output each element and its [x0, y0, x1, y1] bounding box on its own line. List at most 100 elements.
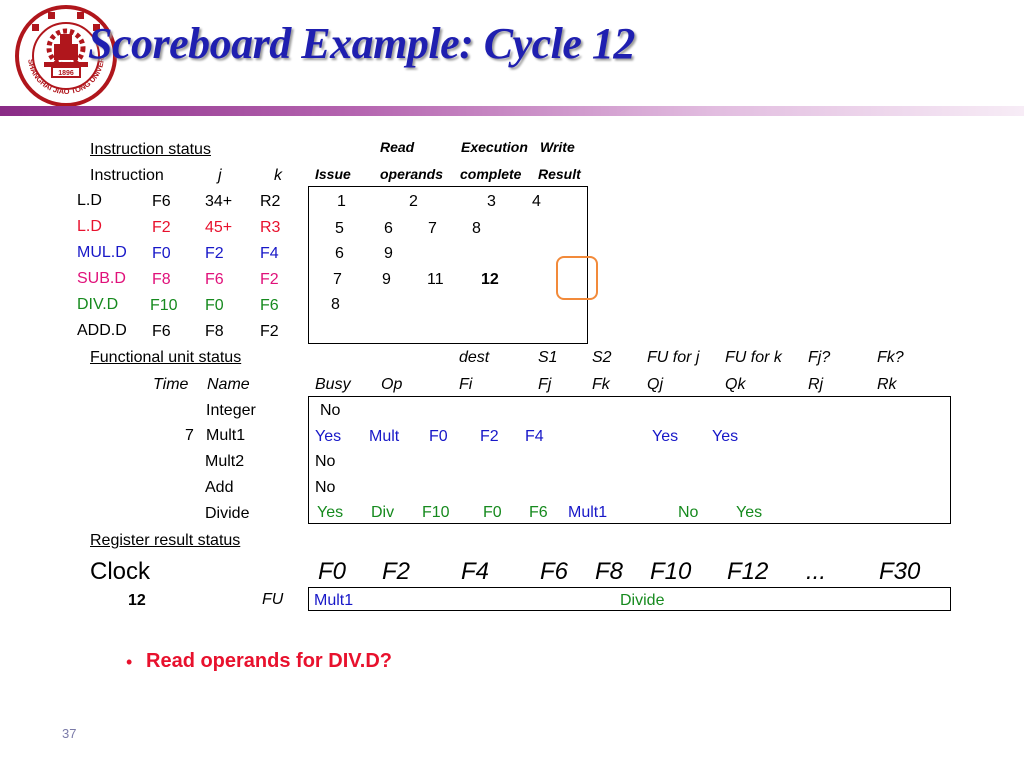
fu-op: Mult	[369, 428, 400, 445]
instr-op: DIV.D	[77, 296, 119, 313]
fu-fk: F6	[529, 504, 548, 521]
instr-exec: 7	[428, 220, 437, 237]
reg-fu-f0: Mult1	[314, 592, 354, 609]
instr-write: 12	[481, 271, 499, 288]
instr-k: R3	[260, 219, 281, 236]
instr-op: ADD.D	[77, 322, 127, 339]
functional-unit-status-box	[308, 396, 951, 524]
hdr-complete: complete	[460, 166, 522, 182]
functional-unit-status-label: Functional unit status	[90, 349, 242, 366]
fu-fi: F0	[429, 428, 448, 445]
fu-rk: Yes	[736, 504, 763, 521]
hdr-fi: Fi	[459, 376, 473, 393]
col-instruction: Instruction	[90, 167, 164, 184]
instr-dest: F8	[152, 271, 171, 288]
header-divider	[0, 106, 1024, 116]
reg-f0: F0	[318, 558, 347, 585]
reg-f30: F30	[879, 558, 921, 585]
instr-write: 4	[532, 193, 541, 210]
clock-value: 12	[128, 592, 146, 609]
hdr-operands: operands	[380, 166, 444, 182]
fu-row-label: FU	[262, 591, 284, 608]
university-seal-logo: SHANGHAI JIAO TONG UNIVERSITY 1896	[14, 4, 117, 107]
hdr-read: Read	[380, 139, 415, 155]
hdr-fk: Fk	[592, 376, 610, 393]
instr-read: 9	[384, 245, 393, 262]
fu-name: Add	[205, 479, 234, 496]
instr-issue: 6	[335, 245, 344, 262]
instr-exec: 11	[427, 271, 444, 288]
hdr-fu-for-k: FU for k	[725, 349, 782, 366]
register-result-status-label: Register result status	[90, 532, 241, 549]
instr-j: 45+	[205, 219, 233, 236]
fu-fk: F4	[525, 428, 544, 445]
instr-op: SUB.D	[77, 270, 126, 287]
instr-j: F0	[205, 297, 224, 314]
highlight-box	[556, 256, 598, 300]
hdr-op: Op	[381, 376, 403, 393]
reg-f12: F12	[727, 558, 769, 585]
instruction-status-box	[308, 186, 588, 344]
bullet-question: Read operands for DIV.D?	[146, 650, 392, 672]
fu-fj: F2	[480, 428, 499, 445]
hdr-fk-q: Fk?	[877, 349, 904, 366]
instr-issue: 7	[333, 271, 342, 288]
register-result-box	[308, 587, 951, 611]
instr-k: F2	[260, 323, 279, 340]
reg-fu-f10: Divide	[620, 592, 665, 609]
instr-k: F4	[260, 245, 279, 262]
fu-busy: No	[315, 453, 336, 470]
instr-j: F8	[205, 323, 224, 340]
reg-f8: F8	[595, 558, 624, 585]
instr-issue: 1	[337, 193, 346, 210]
clock-label: Clock	[90, 558, 151, 585]
instr-write: 8	[472, 220, 481, 237]
fu-qj: Mult1	[568, 504, 608, 521]
hdr-s2: S2	[592, 349, 612, 366]
instr-op: L.D	[77, 218, 102, 235]
fu-rj: Yes	[652, 428, 679, 445]
fu-time: 7	[185, 427, 194, 444]
fu-busy: Yes	[315, 428, 342, 445]
fu-op: Div	[371, 504, 395, 521]
hdr-rk: Rk	[877, 376, 897, 393]
hdr-qj: Qj	[647, 376, 663, 393]
instr-exec: 3	[487, 193, 496, 210]
instr-j: F6	[205, 271, 224, 288]
hdr-result: Result	[538, 166, 581, 182]
fu-name: Mult1	[206, 427, 246, 444]
instr-dest: F10	[150, 297, 178, 314]
slide-title: Scoreboard Example: Cycle 12	[88, 19, 635, 68]
fu-rj: No	[678, 504, 699, 521]
hdr-rj: Rj	[808, 376, 824, 393]
hdr-fj: Fj	[538, 376, 552, 393]
reg-f4: F4	[461, 558, 490, 585]
fu-fj: F0	[483, 504, 502, 521]
instr-k: F2	[260, 271, 279, 288]
instr-op: L.D	[77, 192, 102, 209]
instruction-status-label: Instruction status	[90, 141, 211, 158]
fu-name: Mult2	[205, 453, 245, 470]
instr-j: 34+	[205, 193, 233, 210]
reg-ellipsis: ...	[806, 558, 827, 585]
instr-read: 9	[382, 271, 391, 288]
instr-read: 2	[409, 193, 418, 210]
page-number: 37	[62, 726, 77, 741]
instr-read: 6	[384, 220, 393, 237]
col-k: k	[274, 167, 282, 184]
instr-dest: F2	[152, 219, 171, 236]
hdr-busy: Busy	[315, 376, 351, 393]
reg-f6: F6	[540, 558, 569, 585]
fu-rk: Yes	[712, 428, 739, 445]
col-j: j	[218, 167, 222, 184]
hdr-fu-for-j: FU for j	[647, 349, 700, 366]
bullet-icon: •	[126, 652, 133, 672]
reg-f2: F2	[382, 558, 411, 585]
seal-year: 1896	[58, 70, 74, 77]
hdr-write: Write	[540, 139, 575, 155]
hdr-dest: dest	[459, 349, 490, 366]
instr-dest: F6	[152, 323, 171, 340]
instr-dest: F0	[152, 245, 171, 262]
instr-issue: 5	[335, 220, 344, 237]
fu-busy: No	[320, 402, 341, 419]
